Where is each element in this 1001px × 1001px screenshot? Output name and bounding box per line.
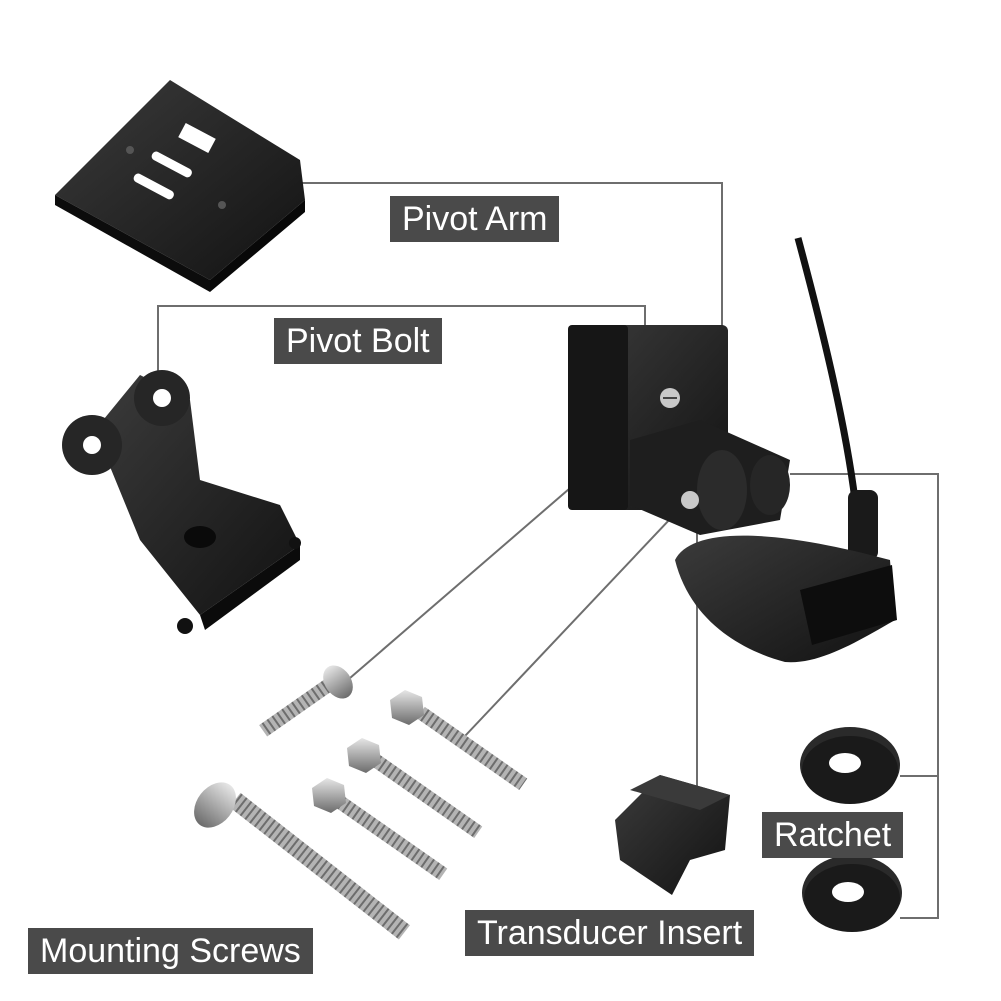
pivot-bolt-part [62, 370, 301, 634]
screw-hex-1 [390, 690, 528, 791]
screw-wood-1 [259, 665, 353, 737]
screw-hex-2 [347, 738, 483, 839]
label-pivot-bolt: Pivot Bolt [274, 318, 442, 364]
label-pivot-arm: Pivot Arm [390, 196, 560, 242]
screw-long-bolt [194, 782, 410, 940]
label-mounting-screws: Mounting Screws [28, 928, 313, 974]
pivot-arm-part [55, 80, 305, 292]
screw-hex-3 [312, 778, 448, 881]
transducer-part [568, 237, 897, 663]
label-ratchet: Ratchet [762, 812, 904, 858]
leader-line-pivot-arm [300, 182, 723, 330]
leader-line-ratchet [790, 473, 939, 919]
transducer-insert-part [615, 775, 730, 895]
ratchet-top [800, 727, 900, 804]
leader-line-screw-b [464, 499, 689, 737]
ratchet-bottom [802, 855, 902, 932]
label-transducer-insert: Transducer Insert [465, 910, 755, 956]
